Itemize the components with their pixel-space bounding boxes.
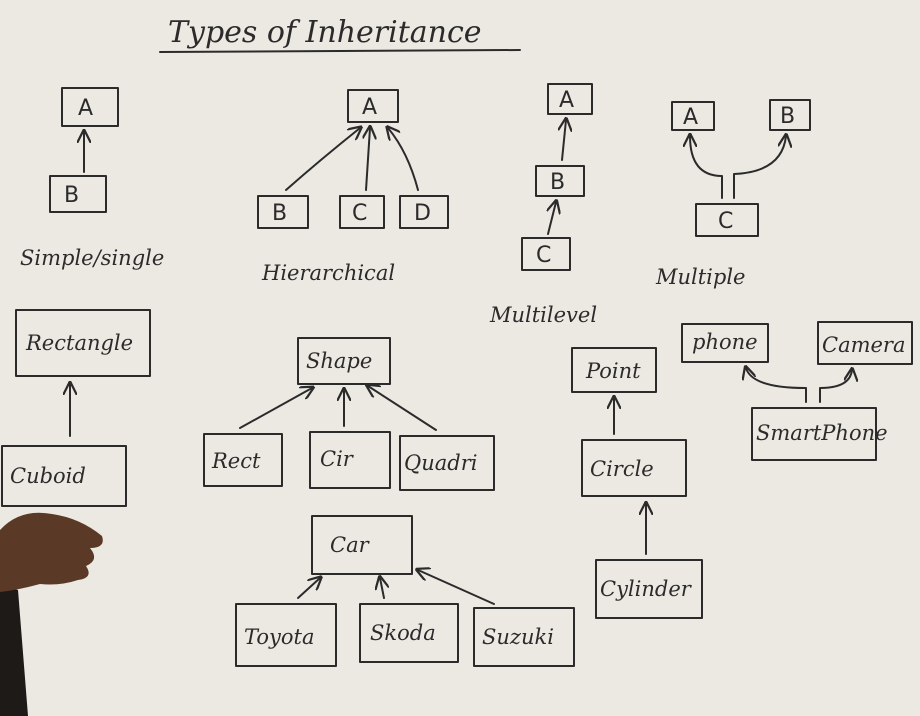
node-rectangle: Rectangle [25, 331, 133, 355]
node-shape-box [297, 337, 391, 385]
hier-arrow-d [388, 128, 419, 191]
single-node-a: A [78, 96, 93, 121]
hier-node-b: B [272, 201, 287, 226]
hier-node-c-box [339, 195, 385, 229]
hier-node-b-box [257, 195, 309, 229]
node-circle-box [581, 439, 687, 497]
node-skoda: Skoda [370, 621, 436, 645]
label-single: Simple/single [20, 246, 164, 270]
multilevel-arrow-b [562, 120, 566, 161]
arrow-rect-shape [239, 388, 312, 429]
label-multilevel: Multilevel [489, 303, 597, 327]
multilevel-node-c: C [536, 243, 551, 268]
label-hierarchical: Hierarchical [261, 261, 395, 285]
node-quadri: Quadri [404, 451, 477, 475]
node-cir-box [309, 431, 391, 489]
multilevel-arrow-c [548, 202, 556, 235]
node-toyota: Toyota [244, 625, 315, 649]
multiple-node-a-box [671, 101, 715, 131]
hier-arrow-b [285, 128, 360, 191]
arrow-smartphone-phone [746, 368, 807, 403]
node-circle: Circle [590, 457, 654, 481]
arrow-toyota-car [297, 578, 320, 599]
arrow-skoda-car [380, 578, 384, 599]
multilevel-node-c-box [521, 237, 571, 271]
title-underline [159, 49, 521, 53]
multilevel-node-b-box [535, 165, 585, 197]
node-shape: Shape [306, 349, 372, 373]
presenter-hand [0, 512, 103, 716]
node-toyota-box [235, 603, 337, 667]
node-rectangle-box [15, 309, 151, 377]
node-car: Car [330, 533, 371, 557]
node-suzuki-box [473, 607, 575, 667]
single-node-b: B [64, 183, 79, 208]
multilevel-node-b: B [550, 170, 565, 195]
node-phone-box [681, 323, 769, 363]
arrow-quadri-shape [368, 386, 437, 431]
node-point: Point [585, 359, 641, 383]
hier-node-c: C [352, 201, 367, 226]
hier-node-a: A [362, 95, 377, 120]
hier-node-d: D [414, 201, 431, 226]
hier-arrow-c [366, 128, 370, 191]
multiple-node-a: A [683, 105, 698, 130]
node-rect-box [203, 433, 283, 487]
multiple-node-c: C [718, 209, 733, 234]
multiple-node-c-box [695, 203, 759, 237]
arrow-smartphone-camera [819, 370, 852, 403]
node-camera: Camera [822, 333, 906, 357]
hier-node-d-box [399, 195, 449, 229]
node-cuboid: Cuboid [10, 464, 86, 488]
node-car-box [311, 515, 413, 575]
node-rect: Rect [211, 449, 261, 473]
multiple-arrow-a [690, 136, 723, 199]
multiple-node-b: B [780, 104, 795, 129]
node-camera-box [817, 321, 913, 365]
arrow-suzuki-car [418, 570, 495, 605]
multilevel-node-a: A [559, 88, 574, 113]
node-skoda-box [359, 603, 459, 663]
single-node-b-box [49, 175, 107, 213]
single-node-a-box [61, 87, 119, 127]
node-smartphone-box [751, 407, 877, 461]
multiple-node-b-box [769, 99, 811, 131]
multiple-arrow-b [733, 136, 786, 199]
node-quadri-box [399, 435, 495, 491]
node-smartphone: SmartPhone [756, 421, 888, 445]
hier-node-a-box [347, 89, 399, 123]
label-multiple: Multiple [655, 265, 746, 289]
node-point-box [571, 347, 657, 393]
diagram-title: Types of Inheritance [168, 15, 482, 50]
node-cylinder-box [595, 559, 703, 619]
node-cylinder: Cylinder [600, 577, 693, 601]
node-phone: phone [692, 330, 758, 354]
node-cir: Cir [320, 447, 355, 471]
node-cuboid-box [1, 445, 127, 507]
node-suzuki: Suzuki [482, 625, 554, 649]
multilevel-node-a-box [547, 83, 593, 115]
